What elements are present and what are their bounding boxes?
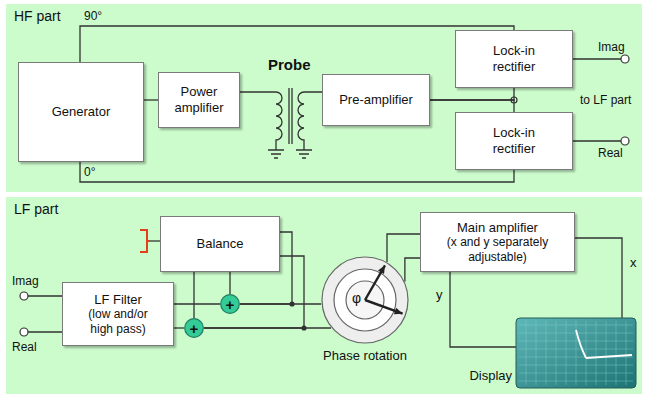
amplifier-box: Power amplifier: [158, 72, 240, 128]
junction: [511, 97, 517, 103]
signal-wire: [204, 327, 331, 328]
summing-node: +: [184, 318, 204, 338]
box-label: LF Filter: [94, 292, 142, 308]
summing-circle: [221, 295, 240, 314]
junction-dot: [301, 325, 306, 330]
signal-wire: [193, 272, 194, 318]
balance-trimmer: [140, 230, 150, 252]
screen-grid: [519, 321, 633, 385]
signal-wire: [174, 327, 184, 328]
signal-wire: [430, 88, 514, 100]
summing-circle: [185, 319, 204, 338]
signal-wire: [240, 232, 292, 304]
sum-sign: +: [220, 294, 240, 314]
trace-curve: [576, 330, 632, 358]
signal-wire: [80, 162, 514, 182]
axis-label: x: [628, 256, 639, 270]
amplifier-box: Main amplifier(x and y separately adjust…: [420, 212, 575, 272]
signal-wire: [240, 303, 321, 304]
balance-box: Balance: [160, 216, 280, 272]
signal-wire: [204, 256, 304, 328]
signal-label: to LF part: [580, 93, 631, 107]
signal-label: Imag: [12, 274, 39, 288]
signal-wire: [405, 258, 420, 281]
ground-symbol: [296, 150, 312, 158]
terminal: [621, 137, 629, 145]
pointer-head: [378, 265, 385, 274]
box-label: Power amplifier: [166, 84, 232, 115]
display-screen: Display: [516, 318, 636, 388]
amplifier-box: Pre-amplifier: [322, 74, 430, 126]
display-caption: Display: [469, 368, 512, 384]
signal-wire: [575, 238, 622, 318]
signal-wire: [387, 234, 420, 262]
signal-label: 90°: [84, 9, 102, 23]
primary-coil: [276, 92, 282, 150]
transformer-core: [289, 88, 292, 144]
signal-label: Real: [12, 340, 37, 354]
terminal: [20, 292, 28, 300]
probe-wire: [240, 91, 276, 92]
screen: [516, 318, 636, 388]
box-label: Balance: [197, 236, 244, 252]
dial-pointer: [365, 300, 403, 314]
signal-wire: [430, 100, 514, 112]
phase-symbol: φ: [352, 291, 361, 306]
panel: GeneratorPower amplifierPre-amplifierLoc…: [6, 4, 642, 192]
box-label: Pre-amplifier: [339, 92, 413, 108]
ground-symbol: [268, 150, 284, 158]
dial-caption: Phase rotation: [323, 348, 407, 364]
generator-box: Generator: [18, 62, 144, 162]
input-wire: [28, 296, 62, 332]
dial-pointer: [365, 265, 385, 300]
dial-ring: [322, 257, 408, 343]
panel-title: LF part: [14, 201, 58, 218]
probe-label: Probe: [268, 56, 311, 74]
box-note: (low and/or high pass): [76, 307, 160, 336]
signal-label: Real: [598, 146, 623, 160]
box-label: Lock-in rectifier: [472, 125, 556, 156]
rectifier-box: Lock-in rectifier: [455, 30, 573, 88]
sum-sign: +: [184, 318, 204, 338]
signal-wire: [229, 272, 230, 294]
pointer-head: [394, 308, 403, 315]
signal-label: 0°: [84, 165, 95, 179]
phase-rotation-dial: φPhase rotation: [321, 256, 409, 344]
panel: Balance LF Filter(low and/or high pass) + +…: [6, 197, 642, 394]
trim-wire: [150, 240, 160, 241]
terminal: [621, 55, 629, 63]
signal-wire: [450, 272, 516, 347]
rectifier-box: Lock-in rectifier: [455, 112, 573, 170]
signal-wire: [174, 303, 220, 304]
box-label: Main amplifier: [457, 220, 538, 236]
box-label: Generator: [52, 104, 111, 120]
box-label: Lock-in rectifier: [472, 43, 556, 74]
filter-box: LF Filter(low and/or high pass): [62, 282, 174, 346]
junction-dot: [289, 301, 294, 306]
secondary-coil: [298, 92, 322, 150]
terminal: [20, 328, 28, 336]
signal-label: Imag: [598, 40, 625, 54]
summing-node: +: [220, 294, 240, 314]
signal-wire: [144, 99, 158, 100]
dial-outline: [321, 256, 409, 344]
screen-outline: [516, 318, 636, 388]
axis-label: y: [434, 288, 445, 302]
panel-title: HF part: [14, 8, 61, 25]
box-note: (x and y separately adjustable): [433, 235, 563, 264]
